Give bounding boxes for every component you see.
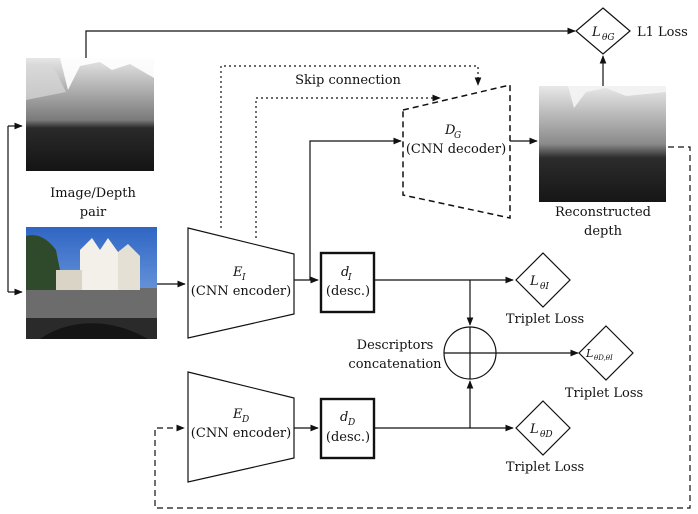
loss-di-sub: θD,θI [594, 354, 613, 362]
descriptor-dd-sub: D [347, 418, 355, 428]
concat-label: Descriptors [357, 338, 434, 353]
encoder-ed-desc: (CNN encoder) [191, 426, 291, 441]
image-depth-label: Image/Depth [50, 186, 136, 201]
decoder-name: D [444, 123, 456, 138]
skip-connection-label: Skip connection [295, 73, 401, 88]
loss-d-main: L [529, 422, 539, 437]
loss-di-main: L [585, 347, 593, 360]
reconstructed-depth-image [539, 86, 666, 202]
descriptor-di-name: d [341, 265, 349, 280]
loss-i-main: L [529, 274, 539, 289]
reconstructed-label-depth: depth [584, 224, 623, 239]
concat-label-2: concatenation [348, 357, 442, 372]
arrow-encoder-to-decoder [309, 137, 402, 280]
triplet-loss-label-di: Triplet Loss [565, 386, 643, 401]
concat-operator [443, 326, 497, 380]
encoder-ed-name: E [232, 407, 243, 422]
decoder-dg: D G (CNN decoder) [402, 84, 511, 219]
descriptor-dd-desc: (desc.) [326, 430, 370, 445]
descriptor-dd: d D (desc.) [319, 397, 376, 460]
dashed-recon-to-ed [154, 146, 691, 509]
loss-diamond-i: L θI [515, 252, 571, 308]
triplet-loss-label-i: Triplet Loss [506, 312, 584, 327]
loss-g-sub: θG [602, 33, 615, 43]
encoder-ei: E I (CNN encoder) [187, 227, 295, 339]
loss-i-sub: θI [540, 282, 549, 292]
input-pair-bracket [7, 122, 23, 296]
descriptor-di-desc: (desc.) [326, 284, 370, 299]
descriptor-di-sub: I [347, 273, 352, 283]
reconstructed-label: Reconstructed [555, 205, 651, 220]
decoder-sub: G [454, 131, 461, 141]
loss-diamond-di: L θD,θI [578, 325, 634, 381]
loss-d-sub: θD [540, 430, 553, 440]
rgb-image-input [26, 227, 157, 339]
encoder-ed-sub: D [241, 415, 249, 425]
encoder-ei-desc: (CNN encoder) [191, 284, 291, 299]
skip-connections [220, 65, 482, 238]
loss-diamond-g: L θG [575, 7, 631, 55]
triplet-loss-label-d: Triplet Loss [506, 460, 584, 475]
depth-image-input [26, 58, 154, 171]
image-depth-label-pair: pair [80, 205, 107, 220]
descriptor-di: d I (desc.) [319, 251, 376, 314]
decoder-desc: (CNN decoder) [406, 142, 506, 157]
loss-g-main: L [591, 25, 601, 40]
loss-diamond-d: L θD [515, 400, 571, 456]
encoder-ei-name: E [232, 265, 243, 280]
descriptor-dd-name: d [340, 410, 348, 425]
arrow-depth-to-l1 [85, 27, 576, 58]
l1-loss-label: L1 Loss [637, 25, 688, 40]
encoder-ed: E D (CNN encoder) [187, 371, 295, 483]
encoder-ei-sub: I [241, 273, 246, 283]
